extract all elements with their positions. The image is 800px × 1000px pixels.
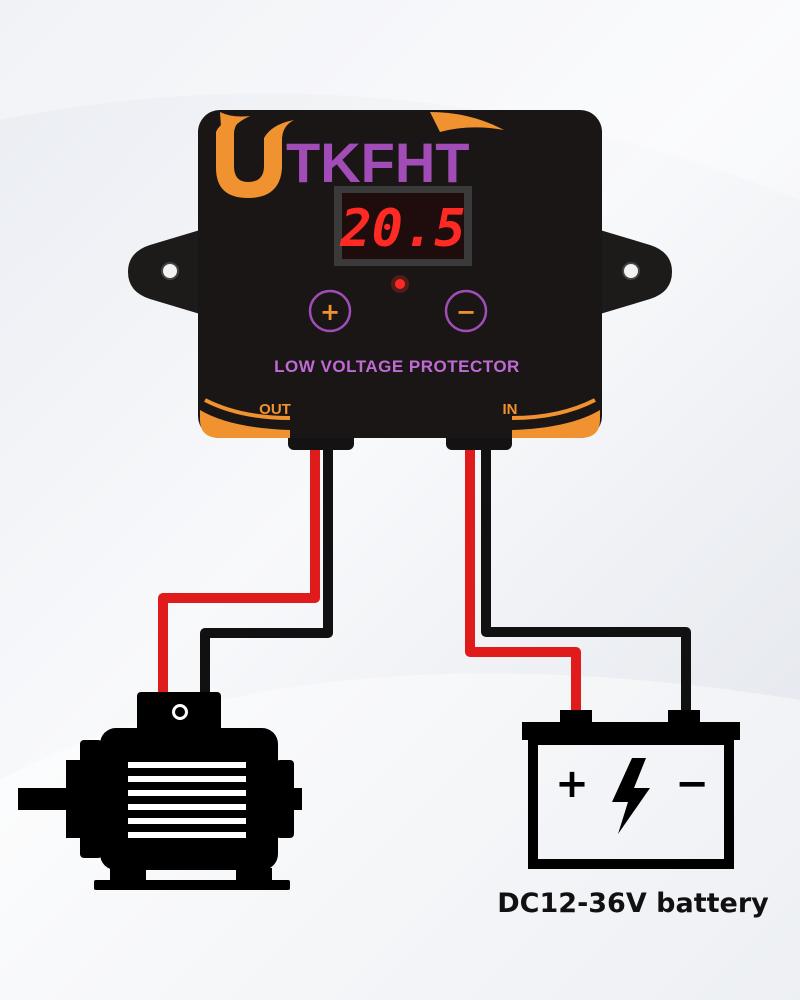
battery-terminal-negative bbox=[668, 710, 700, 724]
brand-name: TKFHT bbox=[286, 131, 470, 194]
in-black-wire bbox=[481, 440, 691, 712]
out-black-wire bbox=[200, 440, 333, 700]
battery-terminal-positive bbox=[560, 710, 592, 724]
status-led bbox=[395, 279, 405, 289]
battery-caption: DC12-36V battery bbox=[497, 888, 769, 919]
device-title: LOW VOLTAGE PROTECTOR bbox=[274, 357, 520, 376]
orange-swoosh-bottom-left bbox=[200, 410, 290, 438]
background-swoosh bbox=[0, 0, 800, 200]
lightning-bolt-icon bbox=[612, 758, 650, 834]
status-led-glow bbox=[391, 275, 409, 293]
port-in-label: IN bbox=[503, 401, 518, 418]
increase-button[interactable]: + bbox=[308, 289, 352, 333]
port-out-label: OUT bbox=[259, 401, 291, 418]
minus-icon: − bbox=[456, 298, 476, 326]
voltage-readout: 20.5 bbox=[339, 199, 465, 259]
plus-icon: + bbox=[320, 298, 340, 326]
out-red-wire bbox=[158, 440, 320, 700]
device-enclosure bbox=[198, 110, 602, 438]
orange-swoosh-top-right bbox=[430, 112, 504, 132]
wires bbox=[158, 440, 691, 712]
mounting-hole-left bbox=[161, 262, 179, 280]
orange-swoosh-bottom-right-2 bbox=[511, 398, 596, 420]
orange-swoosh-bottom-right bbox=[512, 410, 600, 438]
low-voltage-protector-device: TKFHT 20.5 + − LOW VOLTAGE PROTECTOR OUT… bbox=[128, 110, 672, 450]
display-screen bbox=[342, 193, 464, 259]
battery-minus-icon: − bbox=[675, 761, 709, 807]
u-swoosh-logo bbox=[216, 118, 294, 198]
orange-swoosh-top-left bbox=[220, 112, 250, 142]
in-red-wire bbox=[465, 440, 581, 712]
battery-plus-icon: + bbox=[555, 761, 589, 807]
car-battery-icon: + − bbox=[522, 710, 740, 869]
orange-swoosh-bottom-left-2 bbox=[204, 398, 291, 420]
mounting-hole-right bbox=[622, 262, 640, 280]
decrease-button[interactable]: − bbox=[444, 289, 488, 333]
electric-motor-icon bbox=[18, 692, 302, 890]
